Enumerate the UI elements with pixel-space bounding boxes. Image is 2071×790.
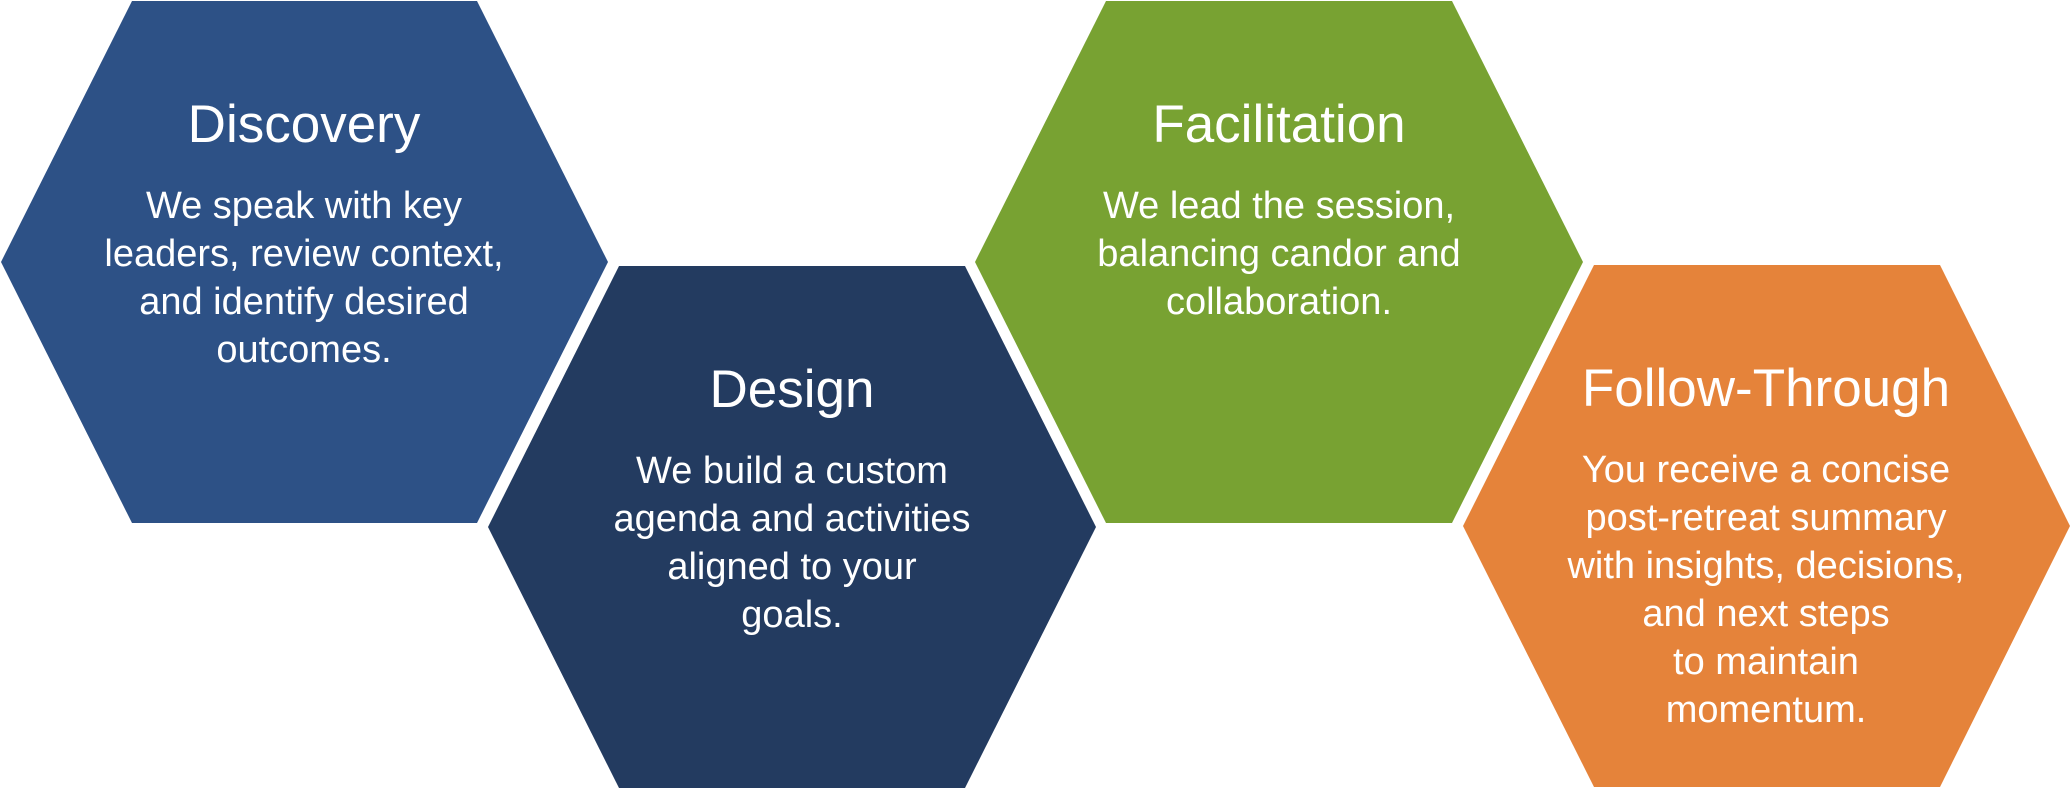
step-follow-through: Follow-Through You receive a concise pos… — [1463, 265, 2070, 787]
step-desc-line: aligned to your — [667, 546, 917, 588]
step-desc-line: leaders, review context, — [104, 233, 503, 275]
step-desc-line: momentum. — [1666, 689, 1867, 731]
step-title-discovery: Discovery — [188, 95, 421, 154]
step-desc-line: and identify desired — [139, 281, 469, 323]
hexagon-discovery — [1, 1, 608, 523]
step-desc-line: and next steps — [1642, 593, 1889, 635]
hexagon-facilitation — [975, 1, 1583, 523]
hexagon-design — [488, 266, 1096, 788]
step-desc-line: agenda and activities — [613, 498, 970, 540]
step-desc-line: You receive a concise — [1582, 449, 1950, 491]
step-discovery: Discovery We speak with key leaders, rev… — [1, 1, 608, 523]
step-desc-line: We lead the session, — [1103, 185, 1455, 227]
step-desc-line: outcomes. — [216, 329, 391, 371]
step-design: Design We build a custom agenda and acti… — [488, 266, 1096, 788]
step-title-follow-through: Follow-Through — [1582, 359, 1950, 418]
step-desc-line: collaboration. — [1166, 281, 1392, 323]
step-desc-line: post-retreat summary — [1585, 497, 1946, 539]
step-desc-line: We speak with key — [146, 185, 462, 227]
step-title-design: Design — [710, 360, 875, 419]
step-desc-line: balancing candor and — [1097, 233, 1460, 275]
step-title-facilitation: Facilitation — [1152, 95, 1405, 154]
step-desc-line: We build a custom — [636, 450, 948, 492]
hexagon-follow-through — [1463, 265, 2070, 787]
step-desc-line: to maintain — [1673, 641, 1859, 683]
step-desc-line: with insights, decisions, — [1566, 545, 1964, 587]
step-desc-line: goals. — [741, 594, 842, 636]
step-facilitation: Facilitation We lead the session, balanc… — [975, 1, 1583, 523]
